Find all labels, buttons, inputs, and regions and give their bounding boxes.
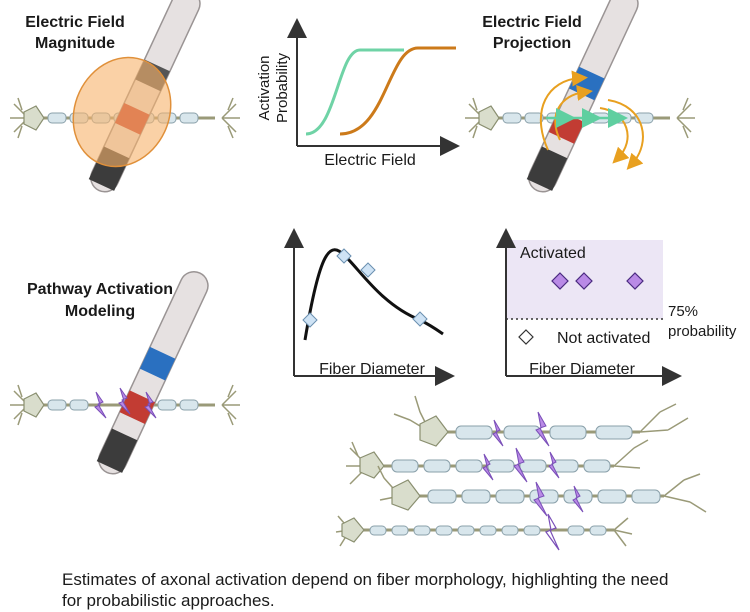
lightning-icon [94,387,157,419]
chart3-x-label: Fiber Diameter [529,361,635,378]
electrode-lead [96,270,209,475]
nerve-fiber [346,439,649,485]
caption-line1: Estimates of axonal activation depend on… [62,570,669,589]
chart1-y-label-line1: Activation [256,55,273,120]
projection-title-line2: Projection [493,35,571,52]
lightning-icon [482,411,584,517]
not-activated-label: Not activated [557,330,650,347]
activation-threshold-chart: Activated Not activated 75% probability … [496,228,737,386]
projection-title-line1: Electric Field [482,14,582,31]
activated-point [551,272,569,290]
projection-panel: Electric Field Projection [465,0,695,193]
activated-point [575,272,593,290]
chart1-x-label: Electric Field [324,152,416,169]
pathway-title-line1: Pathway Activation [27,281,173,298]
data-point [360,262,376,278]
field-line-arrows [539,70,644,170]
activated-point [626,272,644,290]
nerve-fiber [335,515,633,547]
inactive-lightning-icon [545,513,560,551]
field-magnitude-ellipse [72,56,172,168]
magnitude-title-line1: Electric Field [25,14,125,31]
data-point [302,312,318,328]
threshold-label-line2: probability [668,323,737,340]
nerve-fiber [393,395,689,447]
series-line [305,48,404,136]
caption-line2: for probabilistic approaches. [62,591,275,610]
activation-probability-chart: Electric Field Activation Probability [256,18,460,169]
fiber-diameter-curve-chart: Fiber Diameter [284,228,455,386]
pathway-title-line2: Modeling [65,303,135,320]
not-activated-point [518,329,534,345]
activated-label: Activated [520,245,586,262]
series-line [339,46,456,136]
figure-caption: Estimates of axonal activation depend on… [62,569,732,611]
chart1-y-label-line2: Probability [274,52,291,123]
pathway-panel: Pathway Activation Modeling [10,270,240,475]
threshold-label-line1: 75% [668,303,698,320]
magnitude-title-line2: Magnitude [35,35,115,52]
magnitude-panel: Electric Field Magnitude [10,0,240,193]
chart2-x-label: Fiber Diameter [319,361,425,378]
data-point [336,248,352,264]
series-line [303,248,444,341]
fiber-bundle [335,395,707,551]
data-point [412,311,428,327]
